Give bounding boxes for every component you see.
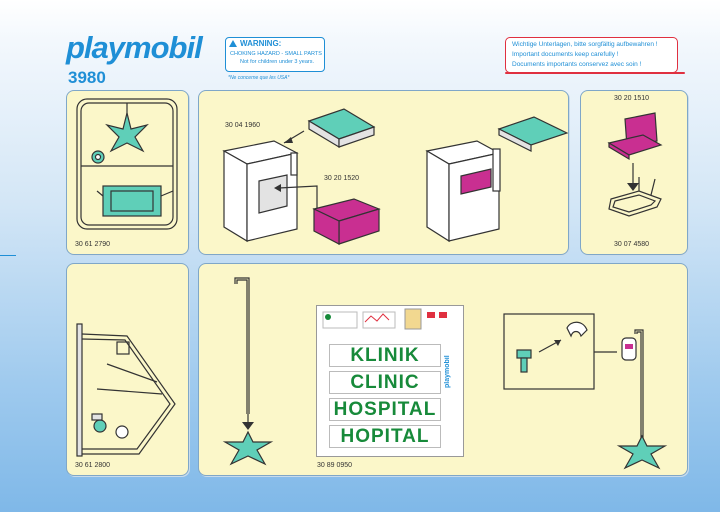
warning-line-1: CHOKING HAZARD - SMALL PARTS [230,51,322,57]
part-number-drawer: 30 20 1520 [324,175,360,182]
panel-sprue: 30 61 2790 [66,90,189,255]
doc-line-de: Wichtige Unterlagen, bitte sorgfältig au… [512,41,658,48]
down-arrow-icon [242,422,254,430]
assembled-cabinet [448,152,500,242]
assembled-base [616,434,668,470]
iv-stand-illustration [222,277,668,470]
sticker-icons [322,308,447,330]
part-number-seat: 30 20 1510 [614,95,650,102]
iv-base-part [222,430,274,466]
fold-mark [0,255,16,256]
panel-frame: 30 61 2800 [66,263,189,476]
warning-triangle-icon [229,40,237,47]
assembled-tray [497,116,569,146]
portrait-sticker [404,308,422,330]
red-underline [505,72,685,74]
part-number-tray: 30 04 1960 [225,122,261,129]
documents-notice: Wichtige Unterlagen, bitte sorgfältig au… [505,37,678,73]
part-number: 30 89 0950 [317,462,353,469]
sticker-sheet: KLINIK CLINIC HOSPITAL HOPITAL playmobil [316,305,464,457]
warning-title: WARNING: [240,39,282,48]
part-number-frame: 30 07 4580 [614,241,650,248]
sprue-frame [76,98,178,230]
panel-chair: 30 20 1510 30 07 4580 [580,90,688,255]
sprue-illustration [76,98,178,230]
hook-part [566,321,588,338]
sticker-label-3: HOSPITAL [329,398,441,421]
doc-line-fr: Documents importants conservez avec soin… [512,61,642,68]
assembled-pole [634,329,644,439]
frame-illustration [76,323,176,457]
part-number: 30 61 2790 [75,241,111,248]
iv-pole-part [234,277,250,414]
sticker-label-2: CLINIC [329,371,441,394]
brand-logo: playmobil [66,30,203,65]
sticker-side-brand: playmobil [444,355,451,388]
doc-line-en: Important documents keep carefully ! [512,51,619,58]
warning-note: *Ne concerne que les USA* [228,75,290,81]
sticker-label-1: KLINIK [329,344,441,367]
insert-arrow-icon [278,185,318,216]
set-number: 3980 [68,68,106,87]
chair-illustration [607,112,663,217]
cabinet-side [223,149,248,243]
warning-line-2: Not for children under 3 years. [240,59,314,65]
cabinet-illustration [222,108,569,245]
connector-part [516,349,532,359]
warning-box: WARNING: CHOKING HAZARD - SMALL PARTS No… [225,37,325,72]
clip-part [93,419,107,433]
star-base-part [105,112,149,153]
part-number: 30 61 2800 [75,462,111,469]
sticker-label-4: HOPITAL [329,425,441,448]
cross-icon [325,314,331,320]
frame-pole [76,323,83,457]
panel-cabinet: 30 04 1960 30 20 1520 [198,90,569,255]
